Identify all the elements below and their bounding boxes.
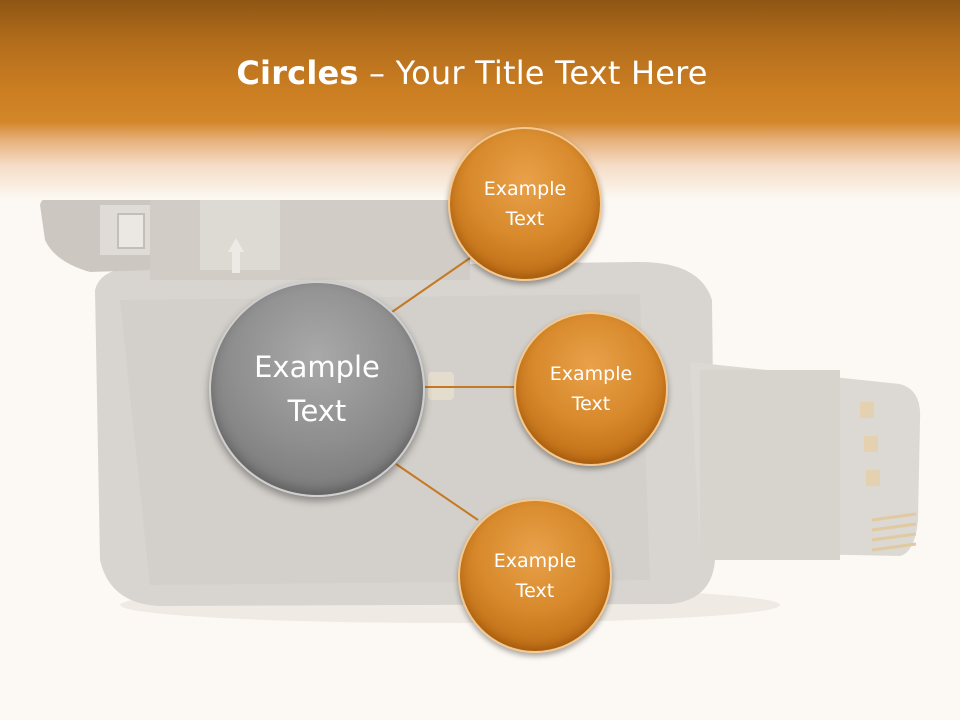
outer-circle-bottom[interactable]: Example Text bbox=[458, 499, 612, 653]
outer-circle-bottom-line2: Text bbox=[515, 580, 555, 602]
outer-circle-middle[interactable]: Example Text bbox=[514, 312, 668, 466]
title-bold: Circles bbox=[236, 54, 359, 92]
title-rest: – Your Title Text Here bbox=[358, 54, 708, 92]
center-circle-line1: Example bbox=[254, 350, 380, 384]
outer-circle-top-line2: Text bbox=[505, 208, 545, 230]
center-circle-line2: Text bbox=[287, 394, 347, 428]
outer-circle-top[interactable]: Example Text bbox=[448, 127, 602, 281]
slide-title: Circles – Your Title Text Here bbox=[0, 54, 944, 92]
outer-circle-top-line1: Example bbox=[483, 178, 567, 200]
outer-circle-middle-line1: Example bbox=[549, 363, 633, 385]
center-circle[interactable]: Example Text bbox=[209, 281, 425, 497]
outer-circle-bottom-line1: Example bbox=[493, 550, 577, 572]
outer-circle-middle-line2: Text bbox=[571, 393, 611, 415]
connector-top bbox=[391, 257, 471, 313]
connector-bottom bbox=[395, 463, 479, 521]
